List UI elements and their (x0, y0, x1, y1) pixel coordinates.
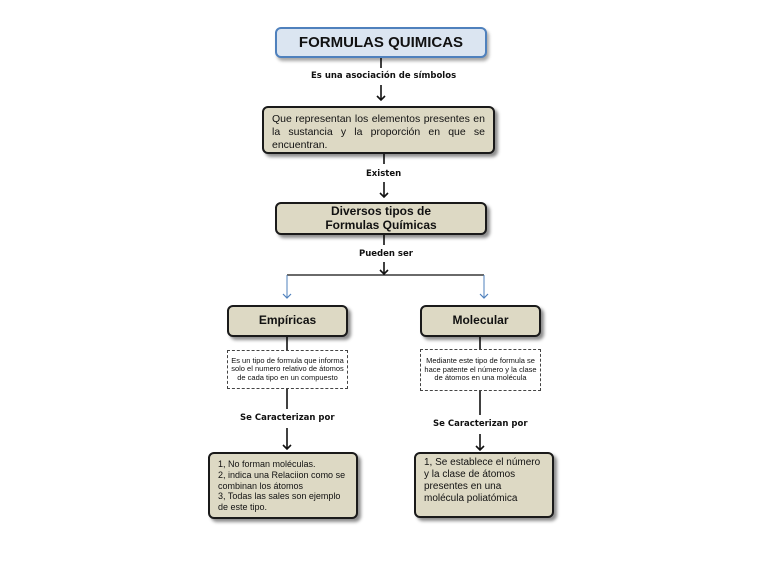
molecular-connector-label: Se Caracterizan por (433, 419, 528, 429)
title-box: FORMULAS QUIMICAS (275, 27, 487, 58)
empiricas-label: Empíricas (258, 313, 317, 328)
empiricas-description-text: Es un tipo de formula que informa solo e… (231, 355, 344, 382)
molecular-description-text: Mediante este tipo de formula se hace pa… (424, 356, 537, 383)
connector-label-pueden-ser: Pueden ser (359, 249, 413, 259)
molecular-characteristics-text: 1, Se establece el número y la clase de … (424, 457, 541, 504)
empiricas-characteristics-text: 1, No forman moléculas. 2, indica una Re… (218, 459, 346, 513)
connector-label-association: Es una asociación de símbolos (311, 71, 457, 81)
empiricas-description: Es un tipo de formula que informa solo e… (227, 350, 348, 389)
title-text: FORMULAS QUIMICAS (298, 34, 464, 51)
empiricas-characteristics-box: 1, No forman moléculas. 2, indica una Re… (208, 452, 358, 519)
definition-box: Que representan los elementos presentes … (262, 106, 495, 154)
molecular-label: Molecular (452, 313, 509, 328)
molecular-box: Molecular (420, 305, 541, 337)
types-text: Diversos tipos de Formulas Químicas (325, 203, 437, 232)
connector-label-existen: Existen (366, 169, 402, 179)
empiricas-box: Empíricas (227, 305, 348, 337)
molecular-description: Mediante este tipo de formula se hace pa… (420, 349, 541, 391)
types-box: Diversos tipos de Formulas Químicas (275, 202, 487, 235)
empiricas-connector-label: Se Caracterizan por (240, 413, 335, 423)
definition-text: Que representan los elementos presentes … (272, 113, 485, 152)
molecular-characteristics-box: 1, Se establece el número y la clase de … (414, 452, 554, 518)
